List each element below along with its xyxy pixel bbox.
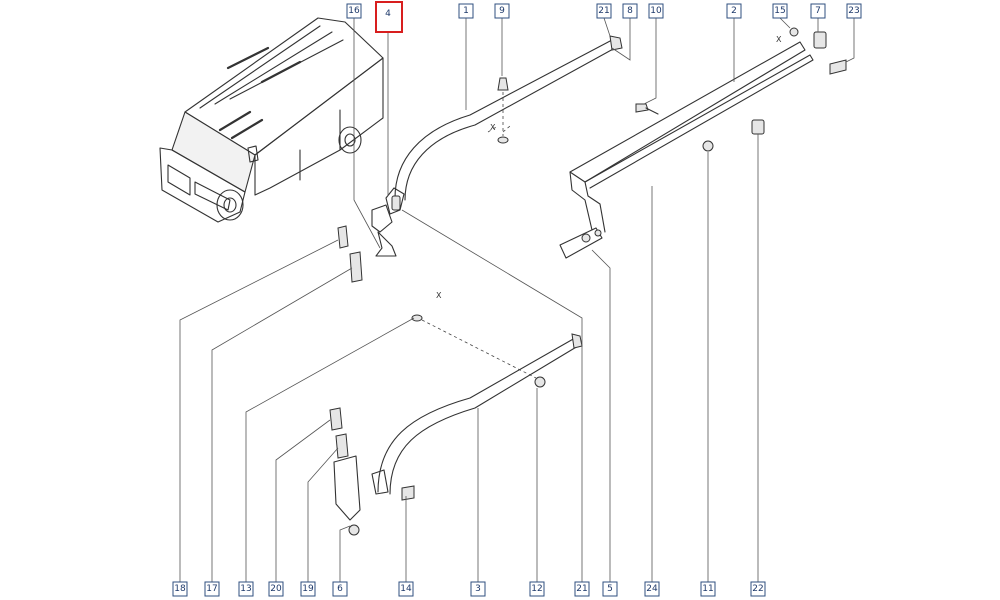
callout-4-selected[interactable]: 4 — [375, 1, 403, 33]
x-marks: X X X — [436, 35, 782, 300]
nut-11 — [702, 140, 714, 152]
svg-text:20: 20 — [270, 584, 282, 594]
stud-9b — [497, 136, 509, 144]
callout-7[interactable]: 7 — [810, 3, 826, 19]
dash-x1 — [487, 125, 511, 133]
bolt-14 — [401, 485, 415, 501]
callout-21-bottom[interactable]: 21 — [574, 581, 590, 597]
callout-8[interactable]: 8 — [622, 3, 638, 19]
svg-text:21: 21 — [598, 6, 609, 16]
svg-text:17: 17 — [206, 584, 217, 594]
leader-lines — [179, 17, 855, 582]
callout-2[interactable]: 2 — [726, 3, 742, 19]
callout-12[interactable]: 12 — [529, 581, 545, 597]
plate-16b — [349, 251, 363, 283]
dash-lower — [421, 319, 537, 379]
svg-text:3: 3 — [475, 584, 481, 594]
callout-19[interactable]: 19 — [300, 581, 316, 597]
callout-15[interactable]: 15 — [772, 3, 788, 19]
svg-text:2: 2 — [731, 6, 737, 16]
svg-text:4: 4 — [385, 9, 391, 19]
bolt-10 — [635, 103, 659, 115]
callout-16-top[interactable]: 16 — [346, 3, 362, 19]
svg-text:21: 21 — [576, 584, 587, 594]
svg-text:22: 22 — [752, 584, 763, 594]
svg-text:X: X — [776, 35, 782, 44]
callout-21-top[interactable]: 21 — [596, 3, 612, 19]
svg-text:24: 24 — [646, 584, 658, 594]
callout-10[interactable]: 10 — [648, 3, 664, 19]
plate-20 — [335, 433, 349, 459]
callout-18[interactable]: 18 — [172, 581, 188, 597]
svg-text:5: 5 — [607, 584, 613, 594]
svg-text:16: 16 — [348, 6, 360, 16]
svg-text:9: 9 — [499, 6, 505, 16]
callout-14[interactable]: 14 — [398, 581, 414, 597]
svg-text:18: 18 — [174, 584, 186, 594]
svg-text:7: 7 — [815, 6, 821, 16]
svg-text:10: 10 — [650, 6, 662, 16]
svg-text:X: X — [436, 291, 442, 300]
tag-23 — [829, 59, 847, 75]
svg-text:14: 14 — [400, 584, 412, 594]
callout-3[interactable]: 3 — [470, 581, 486, 597]
callout-9[interactable]: 9 — [494, 3, 510, 19]
svg-text:8: 8 — [627, 6, 633, 16]
nut-12 — [534, 376, 546, 388]
screw-lower — [411, 314, 423, 322]
plate-13 — [329, 407, 343, 431]
callout-24[interactable]: 24 — [644, 581, 660, 597]
callout-1[interactable]: 1 — [458, 3, 474, 19]
callout-11[interactable]: 11 — [700, 581, 716, 597]
clip-9 — [497, 77, 509, 91]
callout-6[interactable]: 6 — [332, 581, 348, 597]
svg-text:11: 11 — [702, 584, 713, 594]
cap-22 — [751, 119, 765, 135]
callout-20[interactable]: 20 — [268, 581, 284, 597]
svg-text:1: 1 — [463, 6, 469, 16]
callout-5[interactable]: 5 — [602, 581, 618, 597]
plate-16a — [337, 225, 349, 249]
svg-text:13: 13 — [240, 584, 251, 594]
svg-text:6: 6 — [337, 584, 343, 594]
hinge-6 — [333, 455, 361, 536]
upper-curved-rail — [371, 35, 623, 257]
callout-23[interactable]: 23 — [846, 3, 862, 19]
callout-17[interactable]: 17 — [204, 581, 220, 597]
svg-text:23: 23 — [848, 6, 859, 16]
svg-text:X: X — [490, 123, 496, 132]
svg-text:12: 12 — [531, 584, 542, 594]
svg-text:15: 15 — [774, 6, 785, 16]
van-illustration — [159, 17, 384, 223]
svg-text:19: 19 — [302, 584, 314, 594]
lower-curved-rail — [371, 333, 583, 495]
right-rail — [559, 41, 814, 259]
callout-13[interactable]: 13 — [238, 581, 254, 597]
end-cap-7 — [813, 31, 827, 49]
bolt-15 — [789, 27, 799, 37]
callout-22[interactable]: 22 — [750, 581, 766, 597]
